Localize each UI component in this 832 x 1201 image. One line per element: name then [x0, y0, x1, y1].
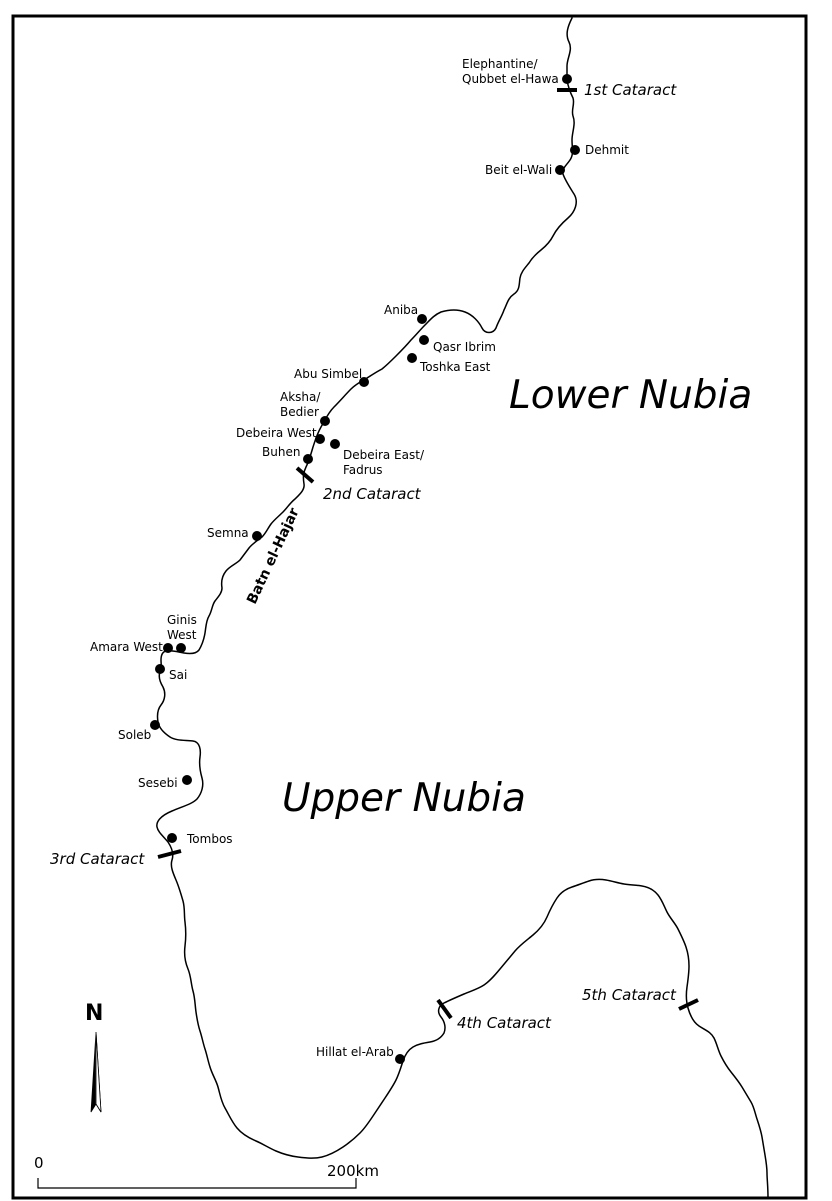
site-dot-aniba: [417, 314, 427, 324]
map-frame: [11, 14, 808, 1200]
cataract-4-bar: [436, 998, 453, 1020]
site-labels: Elephantine/ Qubbet el-Hawa Dehmit Beit …: [90, 57, 629, 1059]
site-dot-ginis-west: [176, 643, 186, 653]
scale-start-label: 0: [34, 1154, 44, 1172]
label-aniba: Aniba: [384, 303, 418, 317]
cataract-markers: [157, 88, 699, 1020]
site-dot-debeira-east: [330, 439, 340, 449]
label-aksha-line1: Aksha/: [280, 390, 321, 404]
label-sai: Sai: [169, 668, 187, 682]
label-cataract-2: 2nd Cataract: [323, 485, 422, 503]
scale-end-label: 200km: [327, 1162, 379, 1180]
region-lower-nubia: Lower Nubia: [509, 373, 752, 418]
label-semna: Semna: [207, 526, 249, 540]
site-dot-sesebi: [182, 775, 192, 785]
label-abu-simbel: Abu Simbel: [294, 367, 362, 381]
label-ginis-line1: Ginis: [167, 613, 197, 627]
label-elephantine-line1: Elephantine/: [462, 57, 539, 71]
label-tombos: Tombos: [186, 832, 233, 846]
site-dot-semna: [252, 531, 262, 541]
scale-bar: 0 200km: [34, 1154, 379, 1189]
label-toshka-east: Toshka East: [419, 360, 491, 374]
site-dot-aksha: [320, 416, 330, 426]
label-cataract-4: 4th Cataract: [457, 1014, 552, 1032]
label-amara-west: Amara West: [90, 640, 163, 654]
label-debeira-east-line1: Debeira East/: [343, 448, 425, 462]
site-markers: [150, 74, 580, 1064]
site-dot-abu-simbel: [359, 377, 369, 387]
site-dot-beit-el-wali: [555, 165, 565, 175]
label-cataract-1: 1st Cataract: [584, 81, 677, 99]
label-beit-el-wali: Beit el-Wali: [485, 163, 552, 177]
site-dot-sai: [155, 664, 165, 674]
scale-line: [37, 1178, 357, 1189]
site-dot-amara-west: [163, 643, 173, 653]
cataract-labels: 1st Cataract 2nd Cataract 3rd Cataract 4…: [50, 81, 677, 1032]
site-dot-toshka-east: [407, 353, 417, 363]
label-buhen: Buhen: [262, 445, 300, 459]
label-cataract-3: 3rd Cataract: [50, 850, 145, 868]
label-sesebi: Sesebi: [138, 776, 178, 790]
label-hillat-el-arab: Hillat el-Arab: [316, 1045, 394, 1059]
region-upper-nubia: Upper Nubia: [282, 776, 526, 821]
label-elephantine-line2: Qubbet el-Hawa: [462, 72, 559, 86]
label-soleb: Soleb: [118, 728, 151, 742]
site-dot-dehmit: [570, 145, 580, 155]
nile-river: [156, 17, 769, 1199]
cataract-2-bar: [295, 466, 315, 484]
label-qasr-ibrim: Qasr Ibrim: [433, 340, 496, 354]
site-dot-buhen: [303, 454, 313, 464]
cataract-5-bar: [678, 998, 699, 1011]
label-debeira-west: Debeira West: [236, 426, 317, 440]
label-aksha-line2: Bedier: [280, 405, 319, 419]
site-dot-hillat-el-arab: [395, 1054, 405, 1064]
label-dehmit: Dehmit: [585, 143, 629, 157]
site-dot-soleb: [150, 720, 160, 730]
cataract-3-bar: [157, 849, 182, 859]
label-ginis-line2: West: [167, 628, 197, 642]
site-dot-elephantine: [562, 74, 572, 84]
north-arrow: N: [85, 1001, 103, 1113]
north-letter: N: [85, 1001, 103, 1026]
site-dot-qasr-ibrim: [419, 335, 429, 345]
label-cataract-5: 5th Cataract: [582, 986, 677, 1004]
site-dot-debeira-west: [315, 434, 325, 444]
site-dot-tombos: [167, 833, 177, 843]
label-debeira-east-line2: Fadrus: [343, 463, 383, 477]
